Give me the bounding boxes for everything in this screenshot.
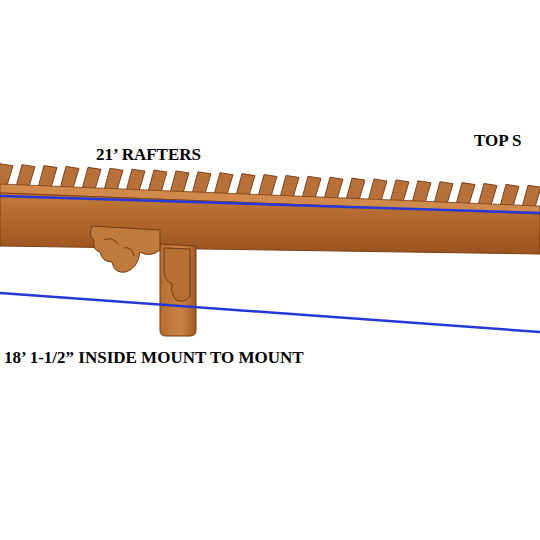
rafter-tail bbox=[280, 175, 299, 197]
rafter-tail bbox=[192, 172, 211, 194]
rafter-tail bbox=[60, 166, 79, 188]
rafter-tail bbox=[38, 166, 57, 188]
rafter-tail bbox=[500, 184, 519, 206]
rafter-tail bbox=[236, 174, 255, 196]
rafter-tail bbox=[104, 168, 123, 190]
rafter-tail bbox=[456, 183, 475, 205]
top-guide-line bbox=[0, 196, 540, 213]
rafter-tail bbox=[346, 178, 365, 200]
mount-guide-line bbox=[0, 293, 540, 332]
rafter-label: 21’ RAFTERS bbox=[96, 146, 201, 165]
rafter-tail bbox=[82, 167, 101, 189]
rafter-tail bbox=[522, 185, 540, 207]
rafter-tail bbox=[148, 170, 167, 192]
rafter-tail bbox=[302, 176, 321, 198]
rafter-tail bbox=[16, 165, 35, 187]
rafter-tail bbox=[324, 177, 343, 199]
rafter-tail bbox=[368, 179, 387, 201]
rafter-tail bbox=[412, 181, 431, 203]
post-corbel bbox=[164, 248, 190, 301]
rafter-tail bbox=[126, 169, 145, 191]
beam-bracket bbox=[90, 226, 160, 272]
rafter-tail bbox=[478, 183, 497, 205]
bracket-detail bbox=[104, 239, 134, 256]
dimension-label: 18’ 1-1/2” INSIDE MOUNT TO MOUNT bbox=[4, 349, 304, 368]
rafter-tail bbox=[258, 175, 277, 197]
beam-face bbox=[0, 193, 540, 254]
post bbox=[160, 244, 196, 336]
rafter-tail bbox=[0, 164, 13, 186]
rafter-tail bbox=[390, 180, 409, 202]
rafter-tail bbox=[214, 173, 233, 195]
rafter-tail bbox=[170, 171, 189, 193]
rafter-tail bbox=[434, 182, 453, 204]
section-label: TOP S bbox=[474, 132, 521, 151]
